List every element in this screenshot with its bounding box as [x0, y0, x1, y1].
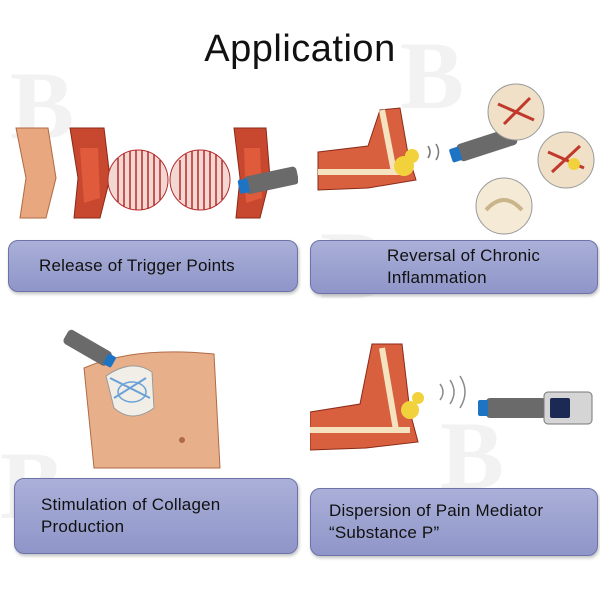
label-text: Release of Trigger Points: [39, 256, 235, 275]
label-substance-p: Dispersion of Pain Mediator “Substance P…: [310, 488, 598, 556]
shoulder-illustration: [63, 329, 221, 469]
label-text: Reversal of Chronic Inflammation: [387, 246, 541, 287]
panel-collagen-production: Stimulation of Collagen Production: [14, 328, 298, 556]
page-title: Application: [204, 28, 396, 70]
panel-substance-p: Dispersion of Pain Mediator “Substance P…: [310, 338, 598, 558]
label-text: Stimulation of Collagen Production: [41, 495, 221, 536]
label-trigger-points: Release of Trigger Points: [8, 240, 298, 292]
label-collagen-production: Stimulation of Collagen Production: [14, 478, 298, 554]
panel-chronic-inflammation: Reversal of Chronic Inflammation: [308, 80, 598, 296]
substance-p-illustration: [310, 343, 593, 451]
panel-trigger-points: Release of Trigger Points: [8, 108, 298, 298]
trigger-points-illustration: [15, 127, 298, 219]
label-chronic-inflammation: Reversal of Chronic Inflammation: [310, 240, 598, 294]
label-text: Dispersion of Pain Mediator “Substance P…: [329, 501, 544, 542]
chronic-inflammation-illustration: [317, 83, 595, 235]
